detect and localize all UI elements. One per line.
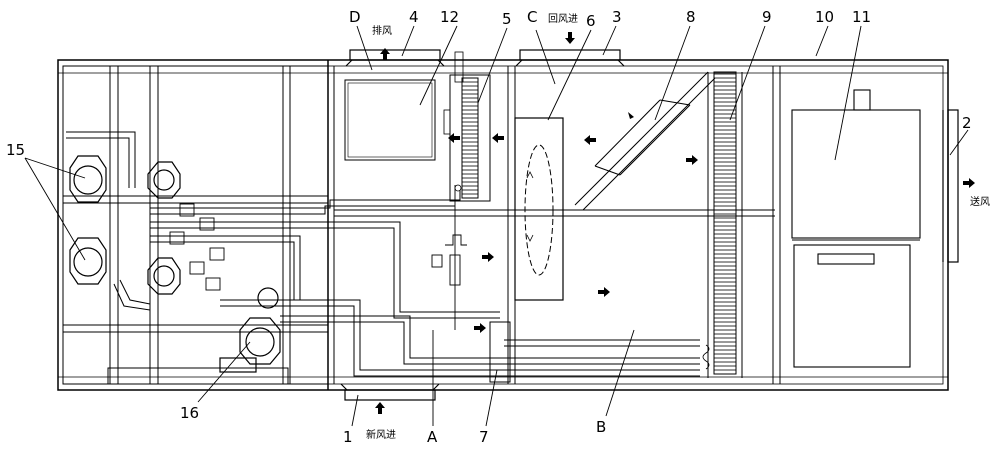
return-inlet-flange xyxy=(515,49,625,67)
exhaust-outlet-flange xyxy=(345,49,445,67)
compressor-frame xyxy=(62,65,329,385)
label-7: 7 xyxy=(479,428,489,446)
label-6: 6 xyxy=(586,12,596,30)
pipe-fittings xyxy=(169,203,225,291)
label-A: A xyxy=(427,428,438,446)
cooling-coil-9 xyxy=(702,71,743,378)
exhaust-air-label: 排风 xyxy=(372,24,392,37)
damper-7 xyxy=(489,321,511,383)
component-12-inner xyxy=(347,82,433,158)
label-5: 5 xyxy=(502,10,512,28)
angled-filter-8 xyxy=(574,71,716,211)
label-D: D xyxy=(349,8,361,26)
part-labels: D 4 12 5 C 6 3 8 9 10 11 2 15 16 1 A 7 B xyxy=(6,8,972,446)
fan-box-11 xyxy=(791,89,921,368)
label-2: 2 xyxy=(962,114,972,132)
label-9: 9 xyxy=(762,8,772,26)
valve-assembly xyxy=(431,185,467,330)
component-12-box xyxy=(344,79,436,161)
label-12: 12 xyxy=(440,8,459,26)
leader-lines xyxy=(24,25,969,427)
label-8: 8 xyxy=(686,8,696,26)
compressor-upper xyxy=(69,155,181,203)
label-11: 11 xyxy=(852,8,871,26)
airflow-arrows xyxy=(375,32,975,414)
compressor-16 xyxy=(219,287,281,373)
label-C: C xyxy=(527,8,537,26)
refrigerant-piping xyxy=(66,131,700,377)
fresh-air-label: 新风进 xyxy=(366,428,396,441)
return-air-label: 回风进 xyxy=(548,13,578,25)
label-4: 4 xyxy=(409,8,419,26)
exhaust-coil-5 xyxy=(443,51,491,202)
label-B: B xyxy=(596,418,606,436)
supply-air-label: 送风 xyxy=(970,195,990,208)
label-1: 1 xyxy=(343,428,353,446)
label-3: 3 xyxy=(612,8,622,26)
airflow-labels: 排风 回风进 送风 新风进 xyxy=(366,13,990,441)
label-10: 10 xyxy=(815,8,834,26)
rotary-wheel-6 xyxy=(514,117,564,301)
label-15: 15 xyxy=(6,141,25,159)
compressor-lower xyxy=(69,237,181,295)
label-16: 16 xyxy=(180,404,199,422)
supply-outlet-flange xyxy=(942,109,959,263)
fresh-inlet-flange xyxy=(340,383,440,401)
